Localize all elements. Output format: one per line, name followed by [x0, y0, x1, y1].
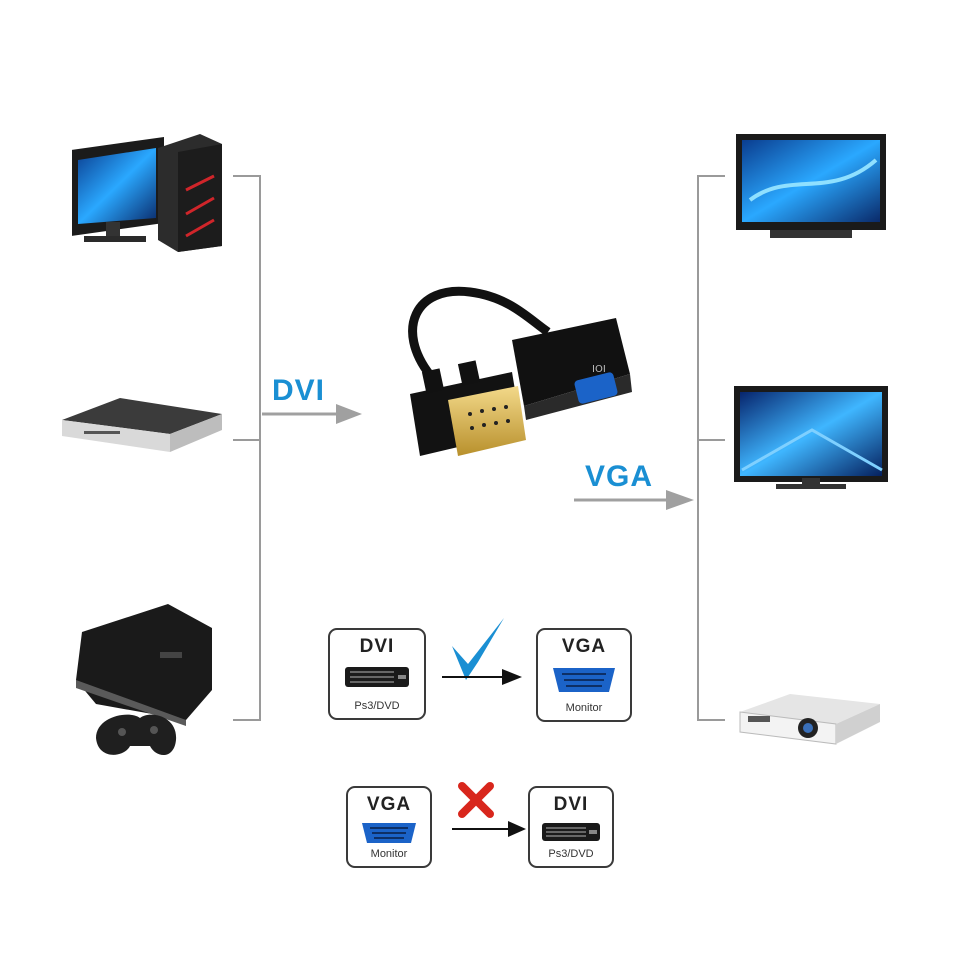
card-subtitle: Monitor: [370, 848, 408, 860]
unsupported-arrow: [452, 821, 526, 837]
card-subtitle: Ps3/DVD: [548, 848, 594, 860]
game-console-icon: [76, 604, 212, 756]
card-subtitle: Ps3/DVD: [354, 700, 400, 712]
vga-arrow: [574, 490, 694, 510]
unsupported-source-card: VGA Monitor: [346, 786, 432, 868]
adapter-icon: IOI: [408, 286, 632, 456]
check-icon: [452, 618, 504, 680]
dvi-port-icon: [542, 823, 600, 841]
supported-target-card: VGA Monitor: [536, 628, 632, 722]
supported-source-card: DVI Ps3/DVD: [328, 628, 426, 720]
svg-text:IOI: IOI: [592, 364, 606, 375]
vga-port-icon: [553, 668, 615, 692]
x-icon: [458, 782, 494, 818]
left-bracket: [233, 175, 261, 721]
card-title: VGA: [366, 794, 412, 815]
dvi-label: DVI: [272, 374, 326, 407]
vga-label: VGA: [585, 460, 654, 493]
card-title: DVI: [553, 794, 589, 815]
dvi-port-icon: [345, 667, 409, 687]
desktop-pc-icon: [72, 134, 222, 252]
monitor-icon: [734, 386, 888, 489]
dvi-arrow: [262, 404, 362, 424]
dvd-player-icon: [62, 398, 222, 452]
tv-icon: [736, 134, 886, 238]
card-title: VGA: [561, 636, 607, 657]
unsupported-target-card: DVI Ps3/DVD: [528, 786, 614, 868]
card-subtitle: Monitor: [565, 702, 603, 714]
card-title: DVI: [359, 636, 395, 657]
projector-icon: [739, 694, 880, 745]
vga-port-icon: [362, 823, 416, 843]
right-bracket: [697, 175, 725, 721]
supported-arrow: [442, 669, 522, 685]
